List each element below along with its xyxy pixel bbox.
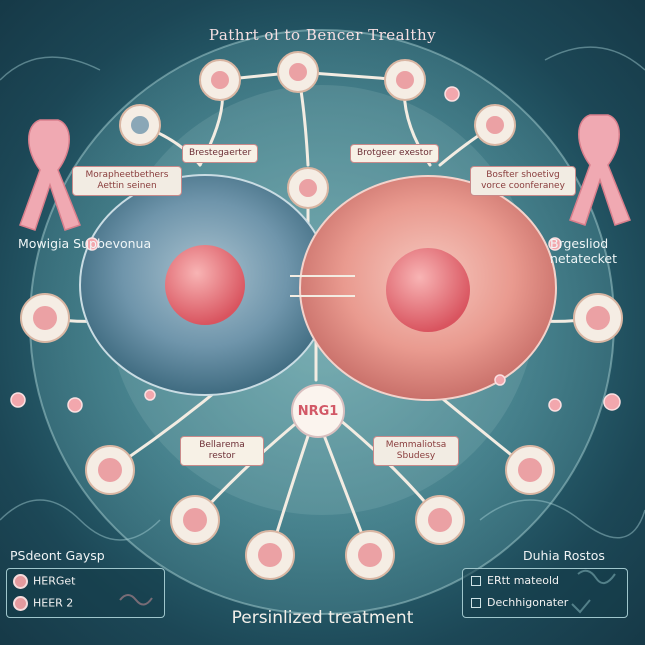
awareness-ribbon-right-icon <box>569 114 631 226</box>
legend-dot-icon <box>13 574 28 589</box>
right-side-label: Brgesliod netatecket <box>550 236 618 266</box>
right-legend-box: ERtt mateold Dechhigonater <box>462 568 628 618</box>
legend-dot-icon <box>13 596 28 611</box>
left-side-label: Mowigia Supbevonua <box>18 236 152 251</box>
left-legend-box: HERGet HEER 2 <box>6 568 165 618</box>
awareness-ribbon-left-icon <box>19 119 81 231</box>
tag-upper-left: Morapheetbethers Aettin seinen <box>72 166 182 196</box>
decorative-swirls <box>0 46 645 541</box>
right-legend-heading: Duhia Rostos <box>523 548 605 563</box>
left-legend-item: HEER 2 <box>13 596 73 611</box>
tag-upper-right: Bosfter shoetivg vorce coonferaney <box>470 166 576 196</box>
legend-square-icon <box>471 576 481 586</box>
bottom-caption: Persinlized treatment <box>231 608 414 628</box>
infographic-title: Pathrt ol to Bencer Trealthy <box>208 26 437 44</box>
right-legend-item: Dechhigonater <box>471 596 568 609</box>
floating-dots <box>10 86 621 413</box>
center-gene-badge: NRG1 <box>291 384 345 438</box>
healthy-cell-nucleus <box>165 245 245 325</box>
legend-square-icon <box>471 598 481 608</box>
right-legend-item: ERtt mateold <box>471 574 559 587</box>
node-contents <box>33 63 610 567</box>
tag-top-right: Brotgeer exestor <box>350 144 440 163</box>
tag-mid-left: Bellarema restor <box>180 436 264 466</box>
tag-mid-right: Memmaliotsa Sbudesy <box>373 436 459 466</box>
left-legend-heading: PSdeont Gaysp <box>10 548 105 563</box>
cancer-cell-nucleus <box>386 248 470 332</box>
receptor-bridge <box>290 275 355 297</box>
left-legend-item: HERGet <box>13 574 75 589</box>
tag-top-left: Brestegaerter <box>182 144 259 163</box>
